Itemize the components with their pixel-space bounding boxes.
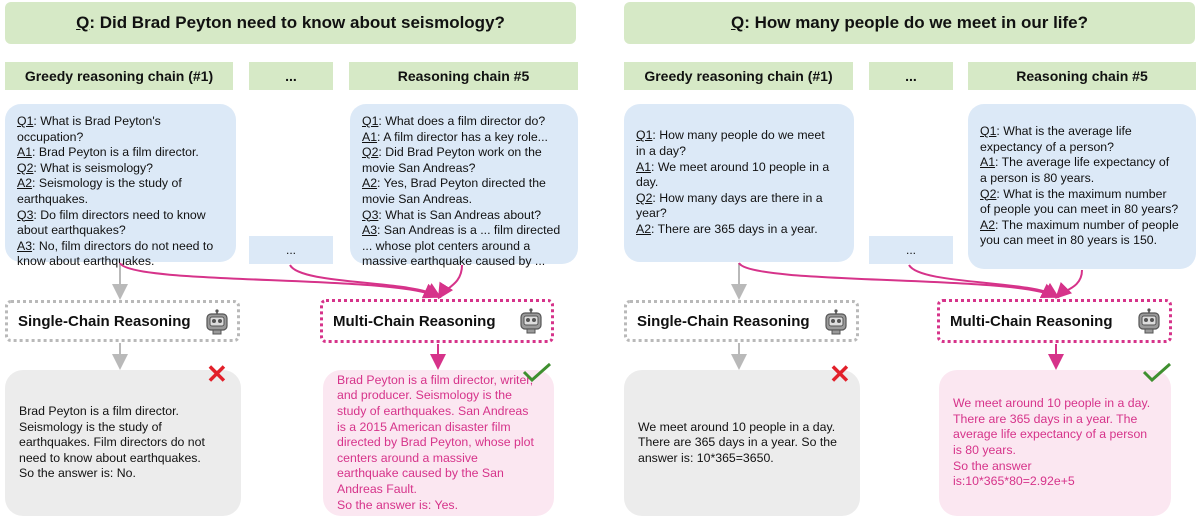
arrow-chain5-to-multi (437, 264, 463, 300)
question-bar-right: Q: How many people do we meet in our lif… (624, 2, 1195, 44)
multi-chain-label: Multi-Chain Reasoning (950, 312, 1113, 330)
question-prefix: Q (76, 13, 90, 32)
chain-line: A1: Brad Peyton is a film director. (17, 145, 199, 160)
chain-line: day. (636, 175, 659, 190)
single-chain-answer-right: We meet around 10 people in a day. There… (624, 370, 860, 516)
chain-line: Q1: What is Brad Peyton's (17, 114, 161, 128)
chain-line: expectancy of a person? (980, 139, 1114, 154)
chain-line: Q2: How many days are there in a (636, 190, 823, 205)
header-chain5-left: Reasoning chain #5 (349, 62, 578, 90)
chain-line: massive earthquake caused by ... (362, 254, 546, 269)
answer-text: We meet around 10 people in a day. There… (953, 396, 1151, 489)
chain-line: you can meet in 80 years is 150. (980, 233, 1158, 248)
multi-chain-answer-right: We meet around 10 people in a day. There… (939, 370, 1171, 516)
chain-line: Q2: What is the maximum number (980, 186, 1167, 201)
greedy-chain-box-right: Q1: How many people do we meet in a day?… (624, 104, 854, 262)
arrow-ellipsis-to-multi (908, 264, 1060, 299)
question-text: : Did Brad Peyton need to know about sei… (89, 13, 505, 32)
chain-line: Q3: Do film directors need to know (17, 207, 206, 222)
ellipsis-chain-box-right: ... (869, 236, 953, 264)
robot-icon (206, 309, 228, 335)
check-mark-icon (522, 362, 551, 382)
chain-line: occupation? (17, 129, 84, 144)
arrow-greedy-to-multi (738, 262, 1058, 299)
chain-line: Q1: What does a film director do? (362, 114, 546, 128)
chain-line: A3: San Andreas is a ... film directed (362, 223, 561, 238)
chain-line: Q3: What is San Andreas about? (362, 207, 542, 222)
answer-text: Brad Peyton is a film director. Seismolo… (19, 404, 205, 481)
multi-chain-box-left: Multi-Chain Reasoning (320, 299, 554, 343)
single-chain-answer-left: Brad Peyton is a film director. Seismolo… (5, 370, 241, 516)
header-chain5-right: Reasoning chain #5 (968, 62, 1196, 90)
chain-line: A1: We meet around 10 people in a (636, 159, 830, 174)
answer-text: We meet around 10 people in a day. There… (638, 419, 837, 465)
multi-chain-label: Multi-Chain Reasoning (333, 312, 496, 330)
chain-line: A1: A film director has a key role... (362, 129, 548, 144)
chain-line: Q1: What is the average life (980, 124, 1132, 139)
chain5-box-right: Q1: What is the average life expectancy … (968, 104, 1196, 269)
chain-line: of people you can meet in 80 years? (980, 202, 1179, 217)
chain-line: ... whose plot centers around a (362, 238, 531, 253)
chain-line: a person is 80 years. (980, 170, 1095, 185)
arrow-greedy-to-multi (119, 262, 440, 299)
chain-line: A2: Seismology is the study of (17, 176, 182, 191)
question-prefix: Q (730, 13, 745, 32)
header-greedy-right: Greedy reasoning chain (#1) (624, 62, 853, 90)
robot-icon (825, 309, 847, 335)
wrong-mark-icon: ✕ (829, 359, 851, 389)
chain-line: movie San Andreas? (362, 160, 476, 175)
chain-line: Q2: Did Brad Peyton work on the (362, 145, 542, 160)
question-bar-left: Q: Did Brad Peyton need to know about se… (5, 2, 576, 44)
chain-line: A2: There are 365 days in a year. (636, 221, 818, 236)
chain-line: A2: Yes, Brad Peyton directed the (362, 176, 546, 191)
chain-line: Q1: How many people do we meet (636, 128, 825, 143)
question-text: : How many people do we meet in our life… (744, 13, 1089, 32)
answer-text: Brad Peyton is a film director, writer, … (337, 372, 534, 512)
greedy-chain-box-left: Q1: What is Brad Peyton's occupation? A1… (5, 104, 236, 268)
chain-line: earthquakes. (17, 191, 89, 206)
header-greedy-left: Greedy reasoning chain (#1) (5, 62, 233, 90)
robot-icon (520, 308, 542, 334)
single-chain-box-left: Single-Chain Reasoning (5, 300, 240, 342)
header-ellipsis-right: ... (869, 62, 953, 90)
chain-line: movie San Andreas. (362, 191, 473, 206)
chain-line: about earthquakes? (17, 223, 126, 238)
check-mark-icon (1142, 362, 1171, 382)
wrong-mark-icon: ✕ (206, 359, 228, 389)
ellipsis-chain-box-left: ... (249, 236, 333, 264)
chain-line: in a day? (636, 144, 686, 159)
multi-chain-answer-left: Brad Peyton is a film director, writer, … (323, 370, 554, 516)
single-chain-label: Single-Chain Reasoning (18, 312, 191, 330)
multi-chain-box-right: Multi-Chain Reasoning (937, 299, 1172, 343)
single-chain-label: Single-Chain Reasoning (637, 312, 810, 330)
single-chain-box-right: Single-Chain Reasoning (624, 300, 859, 342)
robot-icon (1138, 308, 1160, 334)
header-ellipsis-left: ... (249, 62, 333, 90)
chain5-box-left: Q1: What does a film director do? A1: A … (350, 104, 578, 268)
chain-line: Q2: What is seismology? (17, 160, 154, 175)
arrow-chain5-to-multi (1055, 269, 1083, 299)
chain-line: A3: No, film directors do not need to (17, 238, 214, 253)
arrow-ellipsis-to-multi (289, 264, 442, 298)
chain-line: A2: The maximum number of people (980, 217, 1179, 232)
chain-line: A1: The average life expectancy of (980, 155, 1170, 170)
chain-line: year? (636, 206, 667, 221)
